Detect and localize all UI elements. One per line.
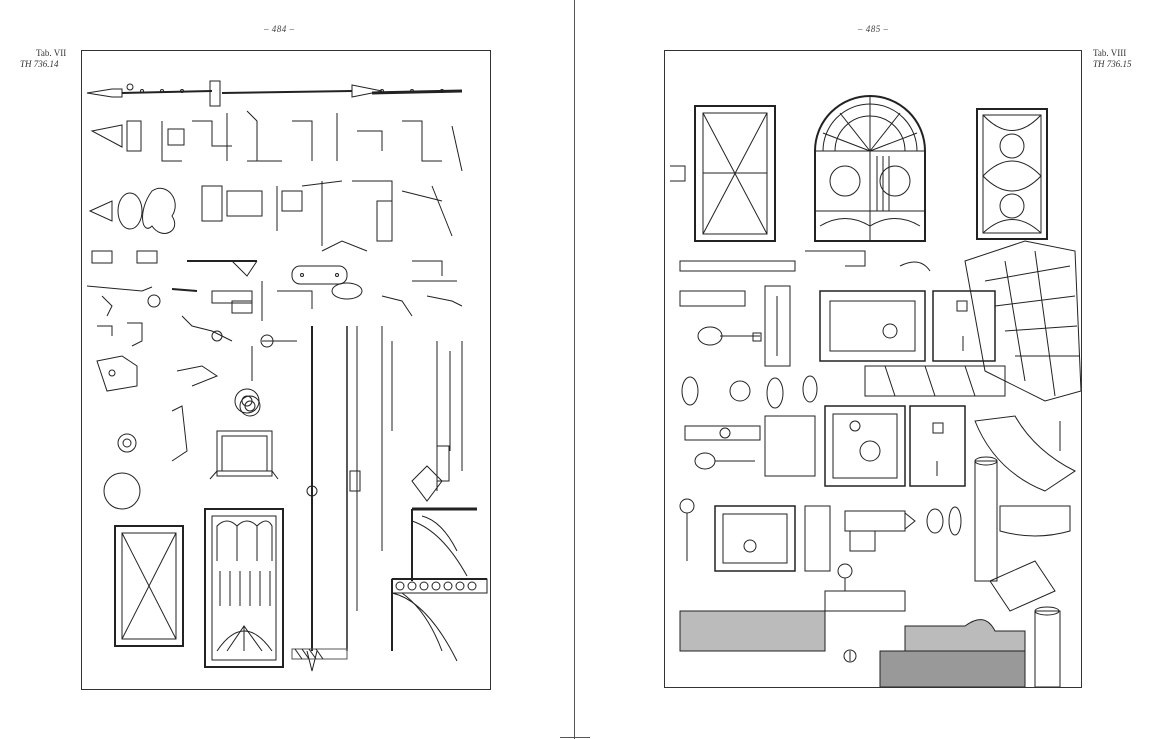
roof-shingle-figure — [964, 240, 1081, 402]
right-page-number: – 485 – — [858, 24, 889, 34]
left-tab-label-block: Tab. VII TH 736.14 — [20, 48, 67, 70]
vertical-bolt-figures — [306, 326, 463, 672]
left-page-number: – 484 – — [264, 24, 295, 34]
left-tab-label: Tab. VII — [36, 48, 67, 58]
latch-figures — [96, 315, 297, 414]
hook-and-bolt-figures — [86, 281, 463, 321]
lock-case-figures — [679, 250, 996, 367]
gutter-foot-mark — [560, 737, 590, 738]
ornamental-grille-figure — [204, 508, 284, 668]
key-and-escutcheon-figures — [681, 326, 818, 470]
plate-viii-locks-gutters — [664, 50, 1082, 688]
plate-vii-drawing — [86, 80, 488, 672]
right-tab-label-block: Tab. VIII TH 736.15 — [1093, 48, 1132, 70]
long-hinge-figure — [86, 80, 463, 107]
left-tab-code: TH 736.14 — [20, 59, 59, 69]
sill-section-figure — [679, 563, 1026, 687]
plate-viii-drawing — [670, 95, 1081, 687]
window-frame-figure — [670, 105, 776, 242]
gutter-pipe-figures — [974, 415, 1076, 687]
plate-vii-ironwork — [81, 50, 491, 690]
gate-frame-figure — [114, 525, 184, 647]
book-gutter — [574, 0, 575, 739]
hinge-bolt-detail-figure — [291, 648, 348, 660]
strap-hinge-figures — [90, 110, 463, 172]
pintle-and-plate-figures — [91, 240, 457, 300]
right-tab-code: TH 736.15 — [1093, 59, 1132, 69]
knocker-figures — [103, 395, 450, 510]
right-tab-label: Tab. VIII — [1093, 48, 1127, 58]
wall-bracket-figures — [391, 507, 488, 662]
butterfly-hinge-figures — [88, 180, 453, 246]
lock-internals-figures — [679, 498, 962, 572]
arched-gate-figure — [814, 95, 926, 242]
ornamental-panel-figure — [976, 108, 1048, 240]
mortise-lock-figures — [764, 365, 1006, 487]
